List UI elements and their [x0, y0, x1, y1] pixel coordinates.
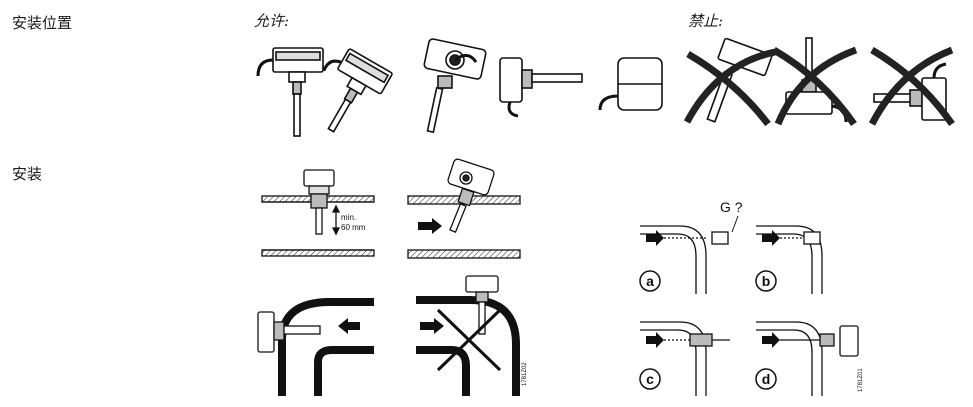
allowed-orientation-4: [499, 57, 583, 118]
install-elbow-correct: [257, 298, 374, 396]
fitting-panel-c: [640, 321, 730, 396]
thread-question: G ?: [720, 199, 743, 215]
allowed-orientation-5: [598, 57, 663, 111]
step-label-a: a: [646, 273, 654, 289]
fitting-panel-b: [756, 225, 823, 294]
allowed-orientation-3: [423, 38, 487, 134]
step-circle-d: [755, 368, 777, 390]
allowed-label: 允许:: [254, 12, 290, 30]
step-label-d: d: [762, 371, 771, 387]
step-circle-b: [755, 270, 777, 292]
step-circle-c: [639, 368, 661, 390]
install-straight-pipe: [261, 169, 375, 257]
install-elbow-wrong: [416, 275, 520, 396]
forbidden-orientation-1: [683, 37, 776, 127]
figure-code-right: 1781Z01: [858, 368, 864, 392]
allowed-orientation-2: [322, 48, 393, 133]
forbidden-label: 禁止:: [688, 12, 724, 30]
fitting-panel-d: [756, 321, 859, 396]
installation-heading: 安装: [12, 165, 43, 183]
allowed-orientation-1: [256, 47, 324, 137]
install-angled-pipe: [407, 158, 521, 259]
step-label-b: b: [762, 273, 771, 289]
step-label-c: c: [646, 371, 654, 387]
mounting-position-heading: 安装位置: [12, 14, 73, 32]
forbidden-orientation-2: [772, 37, 858, 126]
step-circle-a: [639, 270, 661, 292]
min-label: min.: [341, 213, 356, 222]
figure-code-left: 1781Z02: [522, 362, 528, 386]
forbidden-orientation-3: [868, 46, 955, 126]
fitting-panel-a: [640, 225, 729, 294]
min-value: 60 mm: [341, 223, 366, 232]
